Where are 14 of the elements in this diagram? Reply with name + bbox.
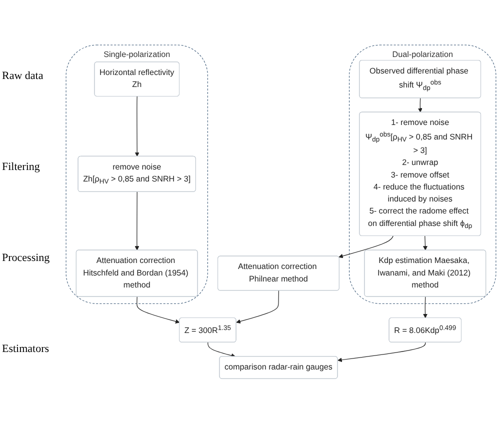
arrow <box>338 236 394 258</box>
arrow <box>338 342 426 362</box>
row-label: Raw data <box>2 70 44 82</box>
arrow <box>418 98 422 113</box>
row-label: Estimators <box>2 342 50 354</box>
row-label: Filtering <box>2 160 41 172</box>
arrow <box>423 296 428 318</box>
arrow <box>134 192 140 251</box>
arrow <box>136 296 180 324</box>
arrow <box>208 342 236 358</box>
row-label: Processing <box>2 252 51 264</box>
arrow <box>134 96 140 157</box>
arrow <box>423 236 428 251</box>
arrow <box>236 290 280 324</box>
